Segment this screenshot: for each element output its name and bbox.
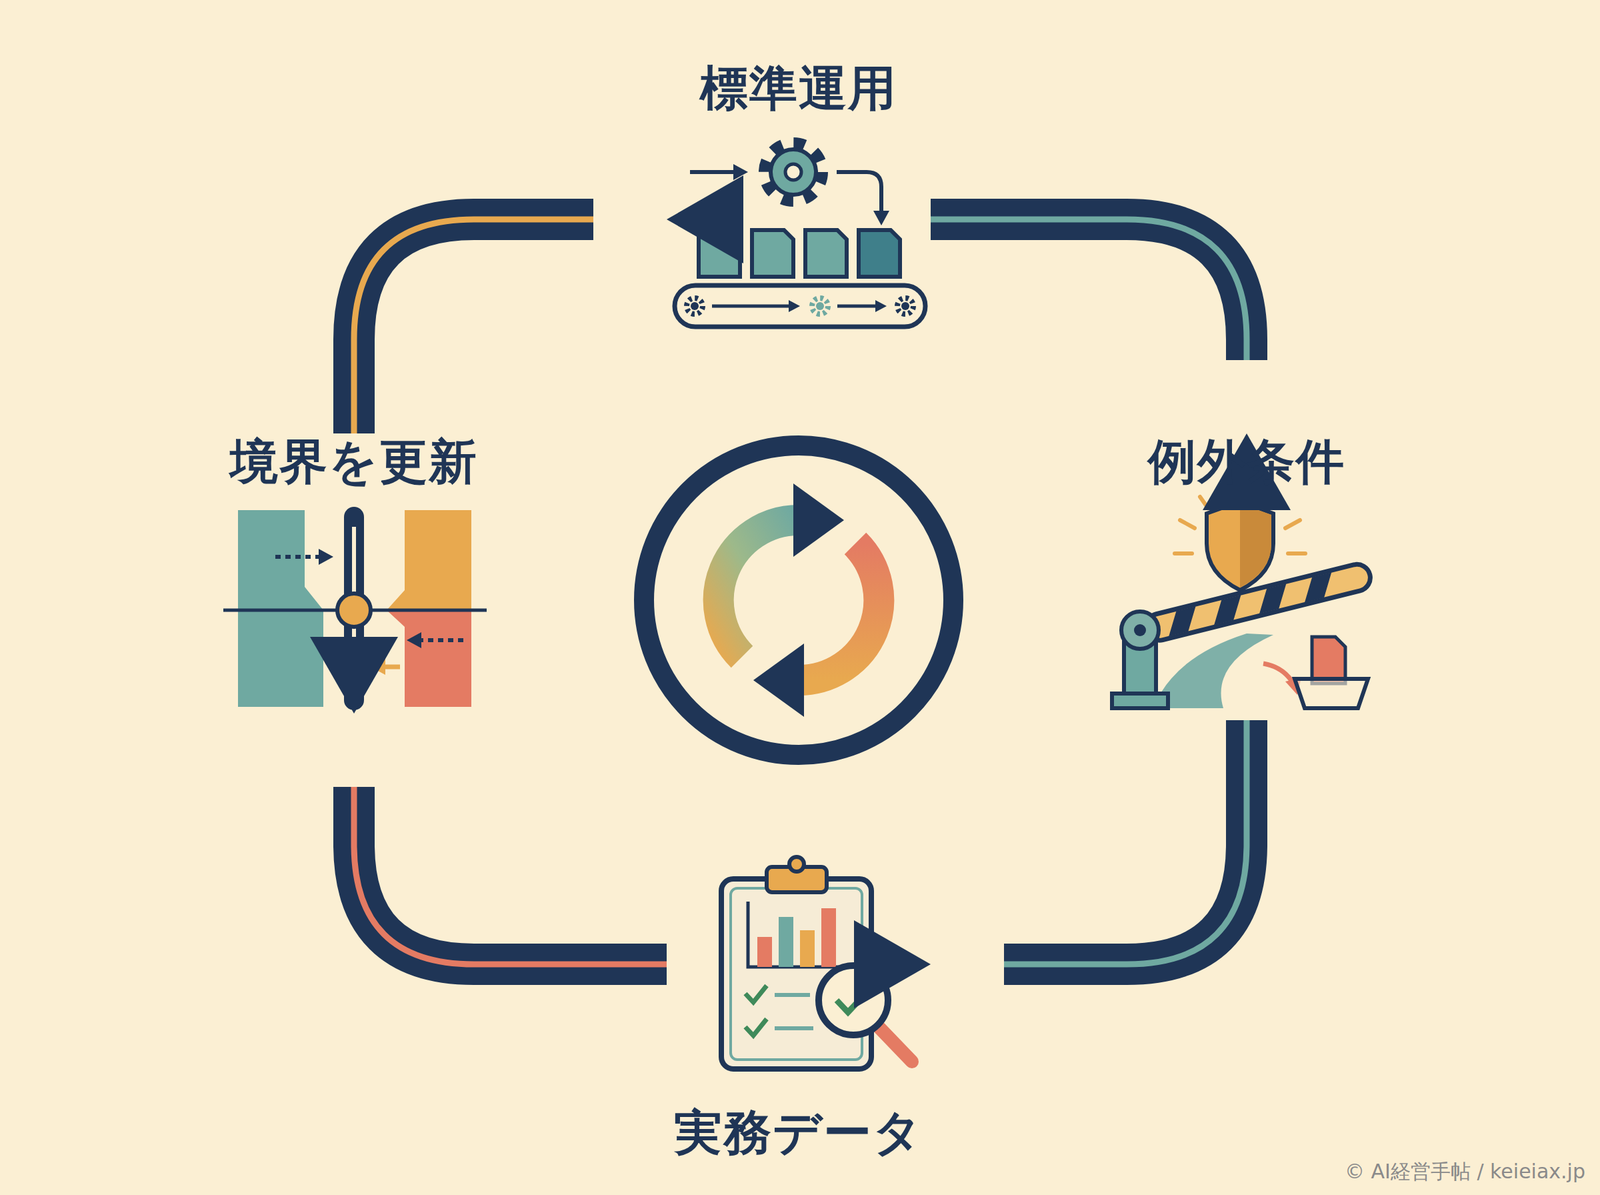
- cycle-arrow: [854, 720, 1247, 1008]
- arrow-head: [310, 636, 398, 714]
- arrow-stripe: [1004, 720, 1247, 964]
- node-title: 標準運用: [666, 60, 931, 116]
- node-title: 境界を更新: [206, 433, 502, 490]
- cycle-arrow: [310, 636, 667, 964]
- process-icon: [674, 142, 926, 327]
- arrow-head: [666, 175, 744, 264]
- arrow-shaft: [930, 219, 1247, 360]
- process-node: 実務データ: [666, 840, 931, 1160]
- arrow-stripe: [354, 786, 667, 964]
- node-title: 実務データ: [666, 1104, 931, 1160]
- cycle-symbol: [644, 445, 954, 755]
- arrow-shaft: [1004, 720, 1247, 964]
- process-node: 標準運用: [666, 60, 931, 334]
- gate-icon: [1112, 496, 1374, 708]
- node-title: 例外条件: [1100, 433, 1394, 490]
- process-node: 例外条件: [1100, 433, 1394, 720]
- cycle-arrow: [354, 175, 744, 434]
- boundary-icon: [223, 510, 487, 707]
- arrow-shaft: [354, 786, 667, 964]
- arrow-stripe: [354, 219, 594, 434]
- data-icon: [721, 856, 912, 1069]
- process-node: 境界を更新: [206, 433, 502, 714]
- arrow-shaft: [354, 219, 594, 434]
- watermark: © AI経営手帖 / keieiax.jp: [1344, 1158, 1586, 1186]
- arrow-stripe: [930, 219, 1247, 360]
- arrow-head: [854, 920, 931, 1008]
